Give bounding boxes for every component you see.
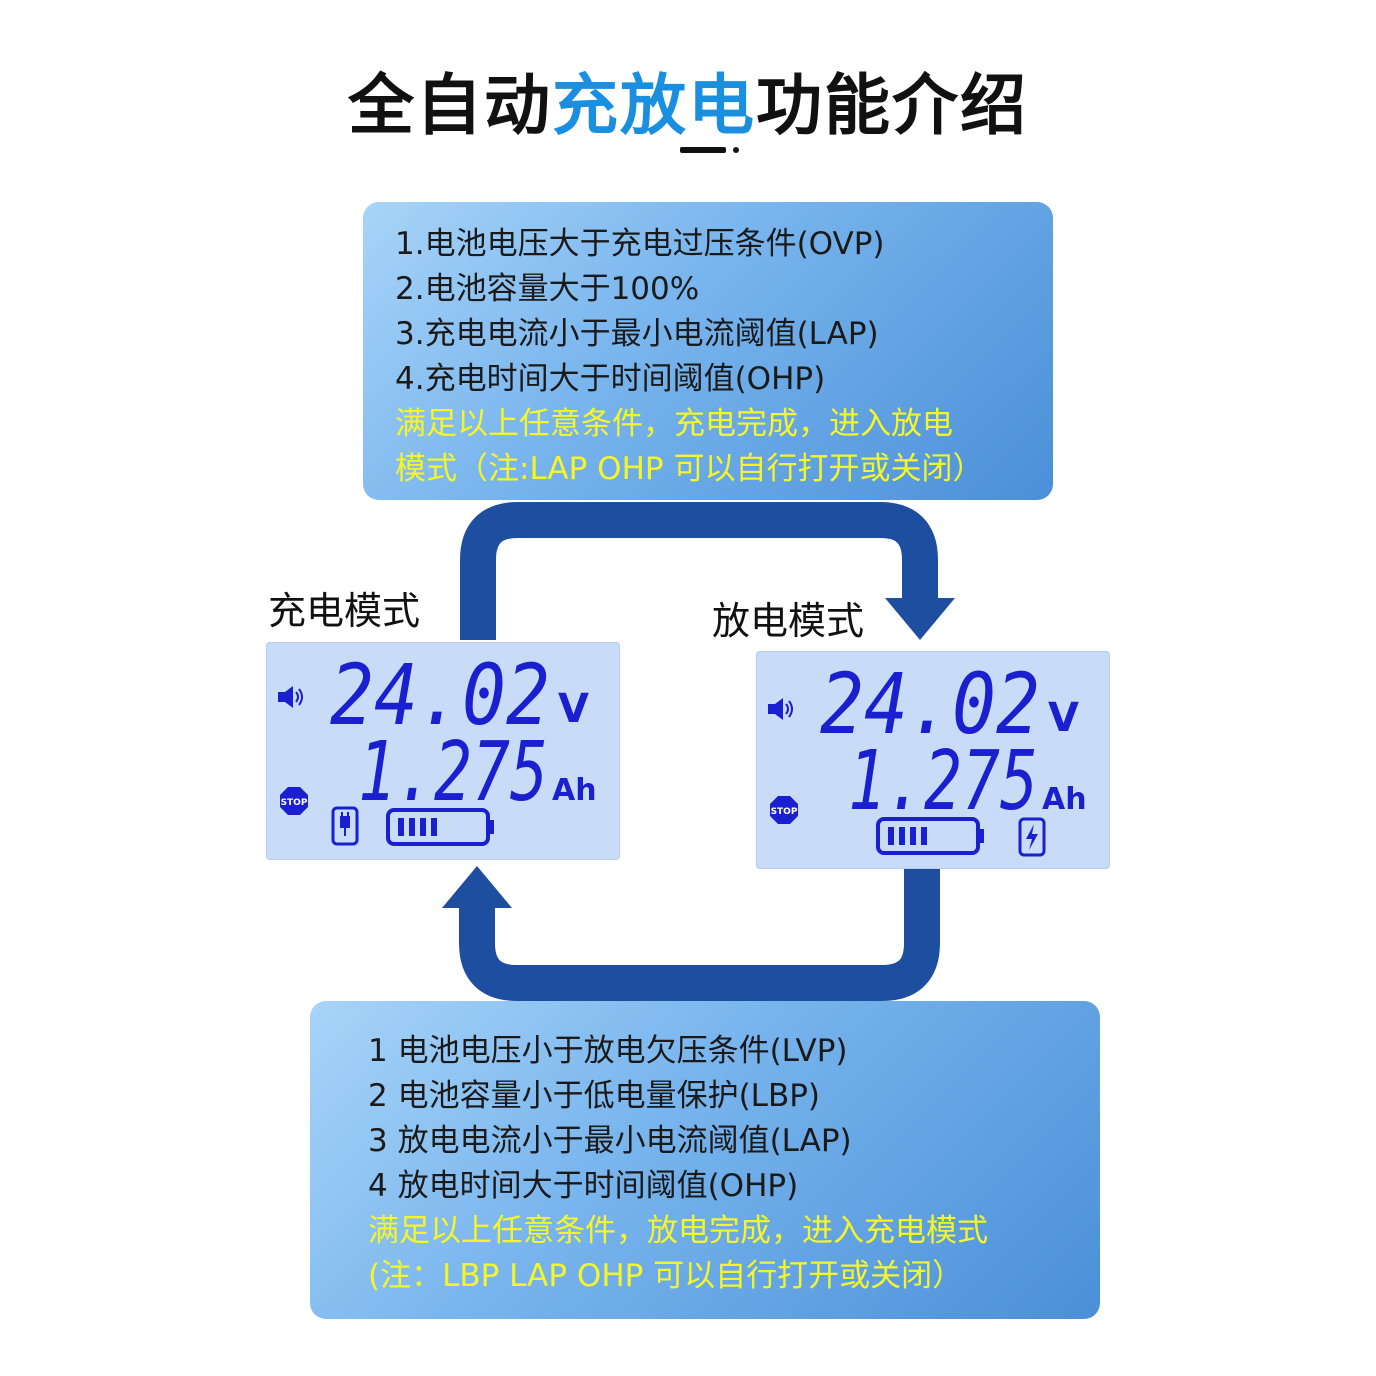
title-underline-dot <box>733 147 739 153</box>
condition-line: 2 电池容量小于低电量保护(LBP) <box>368 1078 820 1114</box>
condition-line: 3.充电电流小于最小电流阈值(LAP) <box>395 316 879 352</box>
battery-level-bar <box>398 818 404 836</box>
condition-note: (注：LBP LAP OHP 可以自行打开或关闭） <box>368 1258 964 1294</box>
discharge-mode-lcd: STOP 24.02 V 1.275 Ah <box>756 651 1110 869</box>
condition-line: 4 放电时间大于时间阈值(OHP) <box>368 1168 799 1204</box>
arrow-discharge-to-charge <box>459 868 940 1001</box>
battery-level-bar <box>888 827 894 845</box>
charge-mode-label: 充电模式 <box>268 589 421 633</box>
capacity-readout: 1.275 <box>848 734 1038 829</box>
arrow-charge-to-discharge <box>460 502 938 640</box>
capacity-unit: Ah <box>552 773 597 808</box>
battery-level-bar <box>431 818 437 836</box>
plug-icon <box>331 806 359 846</box>
battery-icon <box>386 808 494 846</box>
battery-level-bar <box>921 827 927 845</box>
battery-level-bar <box>899 827 905 845</box>
battery-level-bars <box>398 818 437 836</box>
discharge-mode-label: 放电模式 <box>712 599 865 643</box>
lightning-icon <box>1018 817 1046 857</box>
speaker-icon <box>768 698 793 720</box>
condition-line: 1.电池电压大于充电过压条件(OVP) <box>395 226 885 262</box>
battery-icon <box>876 817 984 855</box>
capacity-unit: Ah <box>1042 782 1087 817</box>
condition-note: 满足以上任意条件，放电完成，进入充电模式 <box>368 1213 988 1249</box>
stop-text: STOP <box>771 807 798 817</box>
title-highlight: 充放电 <box>552 67 756 144</box>
condition-note: 满足以上任意条件，充电完成，进入放电 <box>395 406 953 442</box>
voltage-readout: 24.02 <box>820 655 1040 753</box>
page-title: 全自动充放电功能介绍 <box>0 52 1376 148</box>
discharge-complete-conditions-card: 1 电池电压小于放电欠压条件(LVP) 2 电池容量小于低电量保护(LBP) 3… <box>310 1001 1100 1319</box>
stop-sign-icon: STOP <box>280 787 308 815</box>
condition-line: 2.电池容量大于100% <box>395 271 700 307</box>
voltage-unit: V <box>1048 695 1079 741</box>
arrowhead-up <box>442 866 512 908</box>
battery-level-bars <box>888 827 927 845</box>
condition-line: 4.充电时间大于时间阈值(OHP) <box>395 361 826 397</box>
stop-text: STOP <box>281 798 308 808</box>
arrowhead-down <box>885 598 955 640</box>
title-part-1: 全自动 <box>348 67 552 144</box>
battery-level-bar <box>910 827 916 845</box>
charge-mode-lcd: STOP 24.02 V 1.275 Ah <box>266 642 620 860</box>
title-part-3: 功能介绍 <box>756 67 1028 144</box>
title-underline <box>680 147 726 153</box>
capacity-readout: 1.275 <box>358 725 548 820</box>
battery-level-bar <box>420 818 426 836</box>
charge-complete-conditions-card: 1.电池电压大于充电过压条件(OVP) 2.电池容量大于100% 3.充电电流小… <box>363 202 1053 500</box>
speaker-icon <box>278 686 303 708</box>
condition-line: 3 放电电流小于最小电流阈值(LAP) <box>368 1123 852 1159</box>
stop-sign-icon: STOP <box>770 796 798 824</box>
voltage-readout: 24.02 <box>330 646 550 744</box>
voltage-unit: V <box>558 686 589 732</box>
battery-level-bar <box>409 818 415 836</box>
condition-note: 模式（注:LAP OHP 可以自行打开或关闭） <box>395 451 984 487</box>
condition-line: 1 电池电压小于放电欠压条件(LVP) <box>368 1033 848 1069</box>
